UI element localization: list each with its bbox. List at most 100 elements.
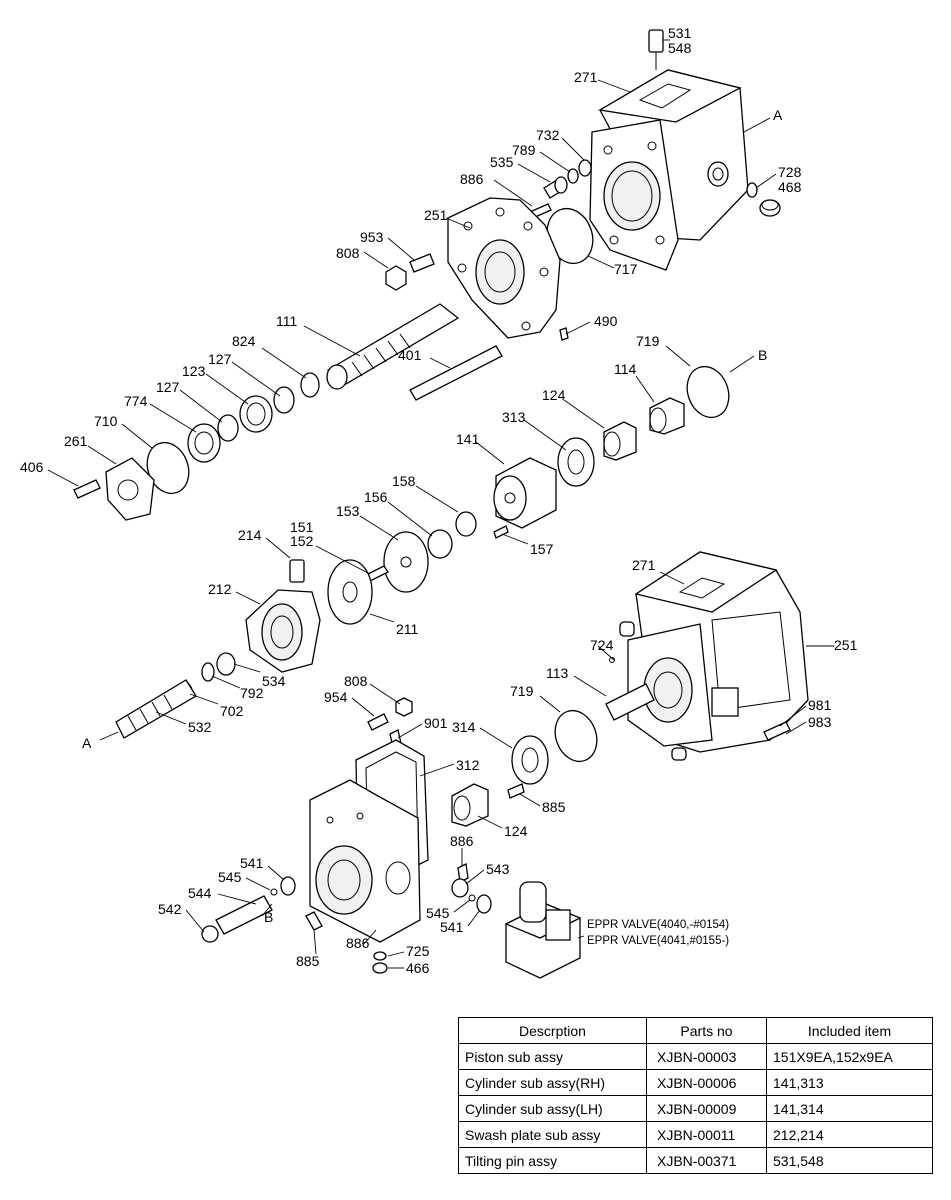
callout-label: 548 — [668, 40, 692, 56]
table-header-row: Descrption Parts no Included item — [458, 1017, 933, 1044]
servo-piston-532 — [115, 679, 197, 739]
pin-885-lower — [305, 911, 323, 931]
valve-block — [309, 779, 421, 943]
table-row: Cylinder sub assy(RH) XJBN-00006 141,313 — [458, 1069, 933, 1096]
leader-lines — [47, 79, 834, 969]
callout-label: 141 — [456, 431, 480, 447]
callout-label: 541 — [240, 855, 264, 871]
callout-label: 724 — [590, 637, 614, 653]
table-cell: XJBN-00009 — [646, 1095, 767, 1122]
callout-label: 545 — [426, 905, 450, 921]
snap-ring-824 — [300, 372, 320, 398]
eppr-valve-note-1: EPPR VALVE(4040,-#0154) — [587, 919, 729, 931]
callout-label: 466 — [406, 960, 430, 976]
set-plate-153 — [383, 531, 429, 593]
callout-label: 808 — [344, 673, 368, 689]
column-header: Included item — [766, 1017, 933, 1044]
callout-label: 702 — [220, 703, 244, 719]
table-cell: XJBN-00371 — [646, 1147, 767, 1174]
pin-490 — [559, 327, 569, 341]
callout-label: 261 — [64, 433, 88, 449]
callout-label: A — [82, 735, 92, 751]
callout-label: 211 — [396, 621, 419, 637]
callout-label: 251 — [424, 207, 448, 223]
callout-label: 981 — [808, 697, 832, 713]
needle-bearing-124-upper — [603, 421, 637, 461]
eppr-valve-note-2: EPPR VALVE(4041,#0155-) — [587, 935, 729, 947]
callout-label: 885 — [542, 799, 566, 815]
o-ring-732 — [578, 159, 592, 177]
callout-label: 886 — [346, 935, 370, 951]
table-cell: 212,214 — [766, 1121, 933, 1148]
valve-plate-313 — [557, 437, 595, 487]
callout-label: 710 — [94, 413, 118, 429]
bearing-123 — [239, 395, 273, 433]
callout-label: 111 — [276, 313, 297, 329]
swash-plate-212 — [245, 589, 321, 673]
housing-271-upper — [589, 69, 749, 271]
table-cell: 151X9EA,152x9EA — [766, 1043, 933, 1070]
callout-label: 113 — [546, 665, 569, 681]
plug-535 — [543, 176, 568, 199]
callout-label: 717 — [614, 261, 638, 277]
plug-466 — [372, 962, 388, 974]
spherical-bush-156 — [427, 529, 453, 559]
callout-label: 127 — [156, 379, 180, 395]
drive-shaft-111 — [326, 303, 460, 390]
o-ring-719-lower — [554, 709, 598, 763]
callout-label: 954 — [324, 689, 348, 705]
table-row: Swash plate sub assy XJBN-00011 212,214 — [458, 1121, 933, 1148]
callout-label: 251 — [834, 637, 858, 653]
pin-885-upper — [507, 783, 525, 799]
valve-plate-314 — [511, 735, 549, 785]
plug-468 — [759, 199, 781, 217]
table-cell: 141,313 — [766, 1069, 933, 1096]
table-cell: XJBN-00011 — [646, 1121, 767, 1148]
callout-label: 983 — [808, 714, 832, 730]
column-header: Parts no — [646, 1017, 767, 1044]
callout-label: 123 — [182, 363, 206, 379]
table-cell: 531,548 — [766, 1147, 933, 1174]
cylinder-block-141 — [493, 457, 557, 529]
bolt-953 — [409, 253, 435, 273]
o-ring-725 — [373, 951, 387, 961]
plug-543 — [451, 878, 469, 898]
pin-544 — [215, 895, 273, 935]
spacer-127-a — [273, 386, 295, 414]
o-ring-719-upper — [686, 365, 730, 419]
callout-label: 314 — [452, 719, 476, 735]
callout-label: 792 — [240, 685, 264, 701]
callout-label: 312 — [456, 757, 480, 773]
callout-label: A — [773, 107, 783, 123]
callout-label: 534 — [262, 673, 286, 689]
seal-cover-261 — [105, 457, 155, 521]
shaft-113 — [605, 683, 655, 721]
table-cell: Tilting pin assy — [458, 1147, 647, 1174]
callout-label: 152 — [290, 533, 314, 549]
callout-label: 535 — [490, 154, 514, 170]
callout-label: 531 — [668, 25, 692, 41]
ball-545-left — [270, 888, 278, 896]
callout-label: 886 — [450, 833, 474, 849]
callout-label: 953 — [360, 229, 384, 245]
callout-label: 468 — [778, 179, 802, 195]
callout-labels: 531 548 271 A 732 789 535 886 728 468 25… — [20, 25, 858, 976]
callout-label: 127 — [208, 351, 232, 367]
callout-label: B — [758, 347, 767, 363]
callout-label: 544 — [188, 885, 212, 901]
callout-label: 725 — [406, 943, 430, 959]
plug-724 — [609, 657, 615, 663]
table-cell: Swash plate sub assy — [458, 1121, 647, 1148]
shoe-plate-211 — [327, 559, 373, 625]
table-cell: XJBN-00003 — [646, 1043, 767, 1070]
callout-label: 214 — [238, 527, 262, 543]
callout-label: 313 — [502, 409, 526, 425]
seal-541-right — [476, 894, 492, 914]
callout-label: B — [264, 909, 273, 925]
pin-886-lower — [457, 863, 469, 883]
sub-assembly-table: Descrption Parts no Included item Piston… — [458, 1017, 933, 1174]
spring-158 — [455, 511, 477, 537]
nut-808-upper — [385, 265, 407, 291]
nut-808-lower — [395, 697, 413, 717]
callout-label: 157 — [530, 541, 554, 557]
